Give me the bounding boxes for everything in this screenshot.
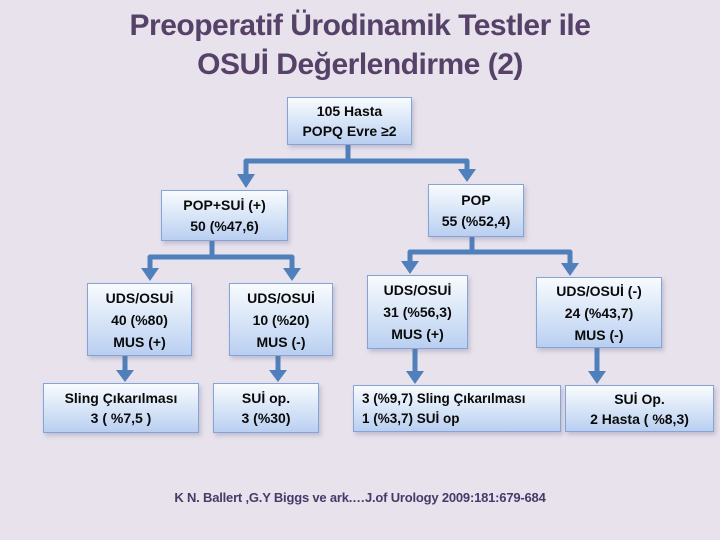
node-line: SUİ Op. — [614, 390, 665, 407]
node-line: UDS/OSUİ — [247, 289, 315, 306]
node-uds-osui-mus-positive-56: UDS/OSUİ 31 (%56,3) MUS (+) — [367, 275, 468, 349]
node-sling-cikarilmasi: Sling Çıkarılması 3 ( %7,5 ) — [43, 383, 199, 433]
node-line: MUS (+) — [391, 326, 444, 342]
arrowhead-icon — [458, 169, 476, 182]
slide-title-line-2: OSUİ Değerlendirme (2) — [197, 48, 523, 81]
node-line: MUS (-) — [256, 333, 306, 350]
node-line: 105 Hasta — [316, 103, 383, 119]
node-pop-sui-positive: POP+SUİ (+) 50 (%47,6) — [161, 190, 288, 241]
citation-text: K N. Ballert ,G.Y Biggs ve ark.…J.of Uro… — [174, 490, 546, 505]
node-uds-osui-negative-mus-negative: UDS/OSUİ (-) 24 (%43,7) MUS (-) — [536, 277, 662, 348]
arrowhead-icon — [269, 370, 287, 382]
node-uds-osui-mus-positive-80: UDS/OSUİ 40 (%80) MUS (+) — [87, 283, 192, 356]
arrowhead-icon — [116, 370, 134, 382]
node-line: 2 Hasta ( %8,3) — [590, 410, 689, 427]
node-line: 10 (%20) — [252, 311, 310, 328]
node-line: UDS/OSUİ (-) — [556, 282, 642, 299]
node-line: UDS/OSUİ — [383, 282, 452, 298]
connector-l2r-to-l3-4 — [472, 249, 573, 263]
arrowhead-icon — [283, 268, 301, 281]
node-line: MUS (+) — [113, 333, 166, 350]
arrowhead-icon — [406, 371, 424, 384]
arrowhead-icon — [588, 371, 606, 384]
connector-root-to-pop — [348, 158, 470, 169]
arrowhead-icon — [561, 263, 579, 276]
node-line: MUS (-) — [574, 326, 624, 343]
node-uds-osui-mus-negative-20: UDS/OSUİ 10 (%20) MUS (-) — [229, 283, 333, 356]
node-line: 24 (%43,7) — [564, 304, 634, 321]
node-line: 31 (%56,3) — [383, 304, 452, 320]
node-sling-cikarilmasi-sui-op: 3 (%9,7) Sling Çıkarılması 1 (%3,7) SUİ … — [353, 385, 561, 432]
node-line: 40 (%80) — [111, 311, 168, 328]
connector-l2l-to-l3-2 — [212, 254, 295, 268]
node-line: 50 (%47,6) — [190, 217, 259, 234]
node-line: 3 (%30) — [241, 410, 291, 426]
node-line: POP — [461, 191, 491, 208]
node-line: Sling Çıkarılması — [64, 390, 178, 406]
node-line: 1 (%3,7) SUİ op — [362, 410, 460, 426]
arrowhead-icon — [237, 174, 255, 188]
node-line: POP+SUİ (+) — [183, 196, 266, 213]
slide-title-line-1: Preoperatif Ürodinamik Testler ile — [129, 9, 591, 42]
node-line: SUİ op. — [241, 390, 291, 406]
node-line: POPQ Evre ≥2 — [302, 123, 397, 139]
node-line: 55 (%52,4) — [441, 212, 511, 229]
connector-root-to-pop-sui — [243, 145, 351, 175]
node-sui-op-30: SUİ op. 3 (%30) — [213, 383, 319, 433]
arrowhead-icon — [401, 261, 419, 274]
node-pop: POP 55 (%52,4) — [428, 184, 524, 237]
connector-l2r-to-l3-3 — [407, 237, 475, 261]
connector-l2l-to-l3-1 — [147, 241, 215, 268]
node-line: 3 ( %7,5 ) — [90, 410, 152, 426]
node-line: 3 (%9,7) Sling Çıkarılması — [362, 390, 526, 406]
node-patients-root: 105 Hasta POPQ Evre ≥2 — [287, 97, 412, 145]
node-sui-op-2-hasta: SUİ Op. 2 Hasta ( %8,3) — [565, 385, 714, 432]
node-line: UDS/OSUİ — [105, 289, 174, 306]
arrowhead-icon — [141, 268, 159, 281]
